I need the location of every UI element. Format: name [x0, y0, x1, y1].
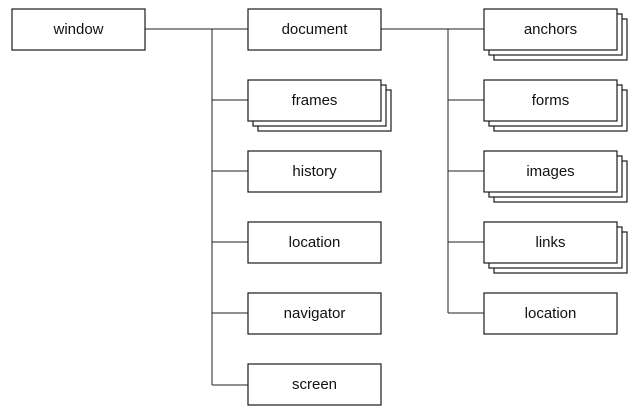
node-frames-label: frames: [292, 92, 338, 109]
node-screen-label: screen: [292, 376, 337, 393]
node-navigator-label: navigator: [284, 305, 346, 322]
node-forms: forms: [483, 79, 628, 132]
node-window: window: [11, 8, 146, 51]
node-links-label: links: [535, 234, 565, 251]
node-window-label: window: [52, 21, 103, 38]
node-links: links: [483, 221, 628, 274]
connectors: [145, 28, 484, 386]
node-document: document: [247, 8, 382, 51]
node-location: location: [247, 221, 382, 264]
node-document-location: location: [483, 292, 618, 335]
node-screen: screen: [247, 363, 382, 406]
node-location-label: location: [289, 234, 341, 251]
node-images-label: images: [526, 163, 574, 180]
node-anchors: anchors: [483, 8, 628, 61]
node-forms-label: forms: [532, 92, 570, 109]
node-images: images: [483, 150, 628, 203]
node-document-location-label: location: [525, 305, 577, 322]
node-document-label: document: [282, 21, 349, 38]
node-frames: frames: [247, 79, 392, 132]
node-history: history: [247, 150, 382, 193]
node-anchors-label: anchors: [524, 21, 577, 38]
node-navigator: navigator: [247, 292, 382, 335]
node-history-label: history: [292, 163, 337, 180]
